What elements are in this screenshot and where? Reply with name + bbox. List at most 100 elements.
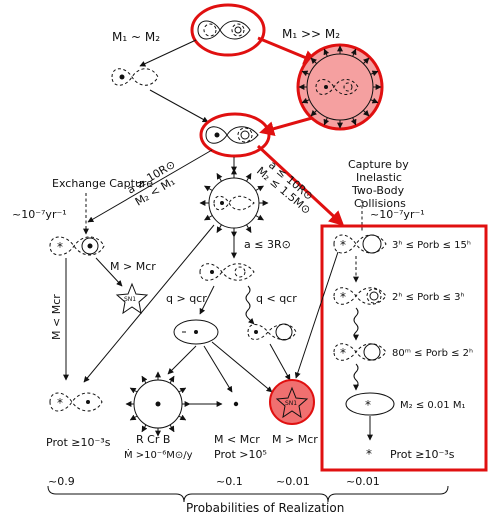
probability-brace-right (327, 485, 449, 503)
ray (255, 214, 264, 221)
svg-text:*: * (340, 290, 346, 304)
arrow-q-gt-qcr (199, 285, 215, 315)
arrow-to-merger (203, 345, 233, 393)
ray (216, 224, 223, 233)
ray (141, 424, 148, 433)
svg-text:*: * (365, 398, 371, 412)
ray (168, 375, 175, 384)
prob-09: ~0.9 (48, 475, 75, 488)
red-arrow-star-to-center (259, 116, 313, 136)
ray (141, 375, 148, 384)
right-binary-1: * (333, 234, 387, 254)
label-m1-gg-m2: M₁ >> M₂ (282, 27, 340, 41)
probabilities-label: Probabilities of Realization (186, 501, 344, 515)
prob-001a: ~0.01 (276, 475, 310, 488)
arrow-center-to-exchange (87, 149, 213, 223)
label-mdot: Ṁ >10⁻⁶M⊙/y (124, 448, 193, 461)
label-q-lt-qcr: q < qcr (256, 292, 297, 305)
right-small-binary (247, 323, 297, 341)
label-rcrb: R Cr B (136, 433, 170, 446)
right-binary-2: * (333, 287, 387, 305)
label-rate-right: ~10⁻⁷yr⁻¹ (370, 208, 425, 221)
top-binary (190, 3, 266, 57)
ray (362, 109, 370, 117)
ray (370, 70, 379, 77)
label-prot-left: Prot ≥10⁻³s (46, 436, 111, 449)
label-porb-1: 3ʰ ≤ Porb ≤ 15ʰ (392, 240, 471, 251)
label-q-gt-qcr: q > qcr (166, 292, 207, 305)
wavy-arrow-q-lt-qcr (245, 285, 251, 319)
svg-text:*: * (340, 346, 346, 360)
small-sn1-star: SN1 (115, 282, 149, 315)
ray (323, 117, 330, 126)
right-final-star: * (366, 447, 372, 461)
svg-text:*: * (57, 396, 63, 410)
right-binary-3: * (333, 343, 387, 361)
arrow-left-to-center (149, 89, 209, 123)
ray (178, 387, 187, 394)
ray (323, 48, 330, 57)
label-porb-2: 2ʰ ≤ Porb ≤ 3ʰ (392, 292, 465, 303)
ray (216, 173, 223, 182)
red-arrow-to-capture (256, 144, 345, 227)
label-a-le-3r: a ≤ 3R⊙ (244, 238, 291, 251)
red-giant-star (296, 43, 384, 131)
center-binary-highlight-ring (199, 112, 271, 158)
svg-text:*: * (340, 238, 346, 252)
arrow-giant-to-bottom-left (83, 224, 215, 383)
ray (362, 57, 370, 65)
ray (301, 97, 310, 104)
left-small-binary (111, 68, 159, 86)
svg-text:*: * (57, 240, 63, 254)
label-porb-3: 80ᵐ ≤ Porb ≤ 2ʰ (392, 348, 473, 359)
arrow-to-sn1-small (95, 257, 123, 287)
ray (301, 70, 310, 77)
red-arrow-top-to-star (257, 36, 319, 65)
red-star-highlight (296, 43, 384, 131)
left-binary-2: * (49, 236, 105, 256)
arrow-to-rcrb (167, 345, 197, 375)
middle-giant (199, 168, 269, 238)
capture-highlight-box (320, 224, 488, 472)
ray (310, 109, 318, 117)
prob-01: ~0.1 (216, 475, 243, 488)
label-m-lt-mcr-left: M < Mcr (50, 294, 63, 340)
label-capture-line3: Two-Body (351, 184, 405, 197)
label-capture-line1: Capture by (348, 158, 409, 171)
ray (204, 185, 213, 192)
bottom-left-binary: * (49, 392, 103, 412)
white-dwarf-dot (233, 401, 239, 407)
ray (245, 173, 252, 182)
ray (310, 57, 318, 65)
label-m-lt-mcr-bottom: M < Mcr (214, 433, 260, 446)
red-sn1-highlight (269, 379, 315, 425)
ray (350, 48, 357, 57)
ray (370, 97, 379, 104)
svg-text:SN1: SN1 (285, 400, 297, 407)
prob-001b: ~0.01 (346, 475, 380, 488)
label-m1-eq-m2: M₁ ~ M₂ (112, 30, 160, 44)
ray (178, 414, 187, 421)
arrow-binary-to-sn1 (269, 343, 291, 381)
label-prot-105: Prot >10⁵ (214, 448, 267, 461)
wavy-arrow-right-3 (353, 363, 359, 387)
label-prot-right: Prot ≥10⁻³s (390, 448, 455, 461)
rcrb-star (125, 371, 191, 437)
probability-brace-left (47, 485, 329, 503)
arrow-to-sn1-red (211, 341, 273, 393)
ray (255, 185, 264, 192)
red-sn1: SN1 (269, 379, 315, 425)
label-capture-line2: Inelastic (356, 171, 402, 184)
center-binary (199, 112, 271, 158)
label-m-gt-mcr-bottom: M > Mcr (272, 433, 318, 446)
arrow-top-to-left (139, 39, 197, 67)
ray (168, 424, 175, 433)
label-exchange: Exchange Capture (52, 177, 153, 190)
middle-binary-2 (199, 263, 255, 281)
svg-text:SN1: SN1 (124, 296, 136, 303)
wavy-arrow-right-2 (353, 307, 359, 339)
top-binary-highlight-ring (190, 3, 266, 57)
label-m2-le-001: M₂ ≤ 0.01 M₁ (400, 400, 465, 411)
arrow-capture-to-sn1 (294, 251, 339, 379)
